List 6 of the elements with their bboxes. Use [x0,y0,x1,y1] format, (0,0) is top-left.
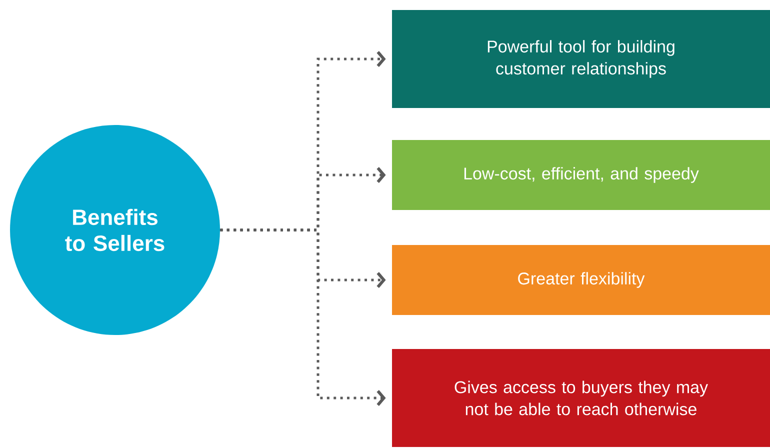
benefit-box: Low-cost, efficient, and speedy [392,140,770,210]
circle-node: Benefits to Sellers [10,125,220,335]
benefit-box: Greater flexibility [392,245,770,315]
benefit-box: Gives access to buyers they may not be able to reach otherwise [392,349,770,447]
benefit-box: Powerful tool for building customer relationships [392,10,770,108]
arrow [220,228,386,406]
